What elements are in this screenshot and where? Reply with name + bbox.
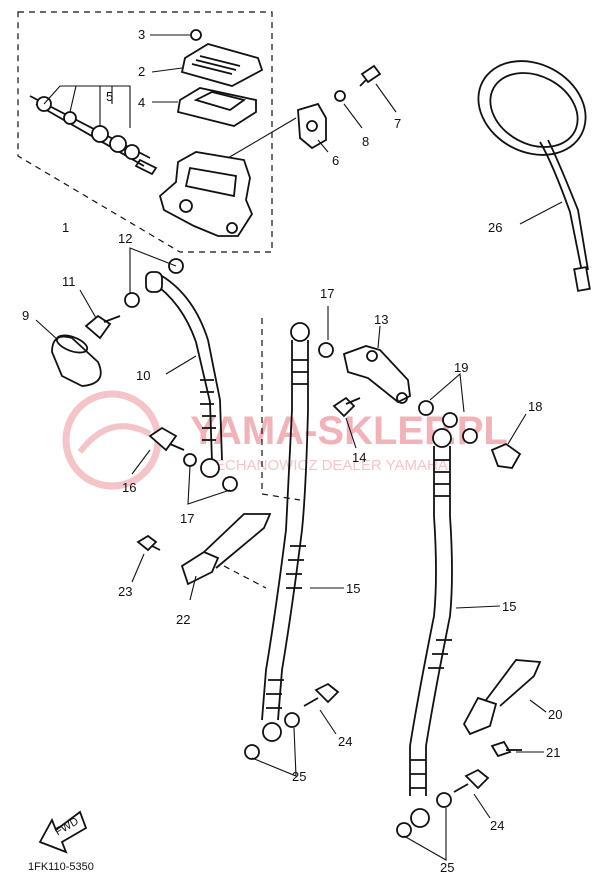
callout-5: 5 — [106, 89, 113, 104]
bolt-7 — [359, 64, 397, 113]
washers-25-left — [244, 712, 300, 777]
hose-holder-20 — [462, 659, 547, 736]
holder-bracket — [297, 102, 329, 153]
protector-cover-9 — [35, 319, 102, 387]
callout-17-top: 17 — [320, 286, 334, 301]
bolt-21 — [490, 740, 544, 758]
watermark-logo-ring — [62, 390, 162, 490]
callout-18: 18 — [528, 399, 542, 414]
diagram-code: 1FK110-5350 — [28, 861, 94, 873]
callout-21: 21 — [546, 745, 560, 760]
callout-8: 8 — [362, 134, 369, 149]
callout-16: 16 — [122, 480, 136, 495]
reservoir-cap — [151, 43, 264, 87]
bolt-14 — [332, 396, 361, 449]
watermark-title: YAMA-SKLEP.PL — [190, 409, 508, 453]
master-cylinder-assembly-box — [17, 11, 273, 253]
hose-holder-22 — [180, 513, 272, 601]
callout-14: 14 — [352, 450, 366, 465]
callout-10: 10 — [136, 368, 150, 383]
callout-19: 19 — [454, 360, 468, 375]
washers-17-lower — [183, 453, 238, 505]
brake-hose-joint-13 — [342, 325, 411, 404]
washer-8 — [334, 90, 363, 129]
union-bolt-16 — [131, 426, 185, 475]
master-cylinder-body — [158, 117, 297, 237]
callout-9: 9 — [22, 308, 29, 323]
callout-26: 26 — [488, 220, 502, 235]
brake-hose-left-15 — [261, 318, 344, 742]
callout-24-left: 24 — [338, 734, 352, 749]
bolt-23 — [131, 534, 161, 583]
callout-2: 2 — [138, 64, 145, 79]
reservoir-screw — [150, 29, 202, 41]
rear-view-mirror — [477, 60, 591, 292]
callout-15-left: 15 — [346, 581, 360, 596]
forward-direction-arrow: FWD — [38, 810, 88, 854]
upper-brake-hose — [145, 271, 223, 478]
watermark-subtitle: CIECHANOWICZ DEALER YAMAHA — [200, 457, 448, 474]
union-bolt-24-right — [453, 768, 491, 819]
callout-7: 7 — [394, 116, 401, 131]
reservoir-diaphragm — [152, 87, 257, 127]
callout-6: 6 — [332, 153, 339, 168]
washers-25-right — [396, 792, 452, 861]
callout-4: 4 — [138, 95, 145, 110]
callout-1: 1 — [62, 220, 69, 235]
callout-12: 12 — [118, 231, 132, 246]
callout-20: 20 — [548, 707, 562, 722]
callout-25-right: 25 — [440, 860, 454, 875]
callout-23: 23 — [118, 584, 132, 599]
washers-12 — [124, 247, 184, 308]
callout-17-lower: 17 — [180, 511, 194, 526]
callout-22: 22 — [176, 612, 190, 627]
brake-hose-right-15 — [409, 428, 501, 828]
union-bolt-24-left — [303, 682, 340, 735]
callout-25-left: 25 — [292, 769, 306, 784]
watermark-logo-swoosh — [77, 423, 152, 454]
union-bolt-18 — [490, 413, 527, 469]
callout-3: 3 — [138, 27, 145, 42]
callout-15-right: 15 — [502, 599, 516, 614]
callout-13: 13 — [374, 312, 388, 327]
washers-19 — [418, 372, 478, 444]
callout-11: 11 — [62, 274, 76, 289]
callout-labels: 3 2 4 5 1 6 7 8 26 12 11 9 10 17 13 19 1… — [22, 27, 562, 875]
washer-17-top — [318, 306, 334, 358]
piston-kit — [29, 85, 158, 176]
union-bolt-11 — [79, 289, 121, 340]
callout-24-right: 24 — [490, 818, 504, 833]
